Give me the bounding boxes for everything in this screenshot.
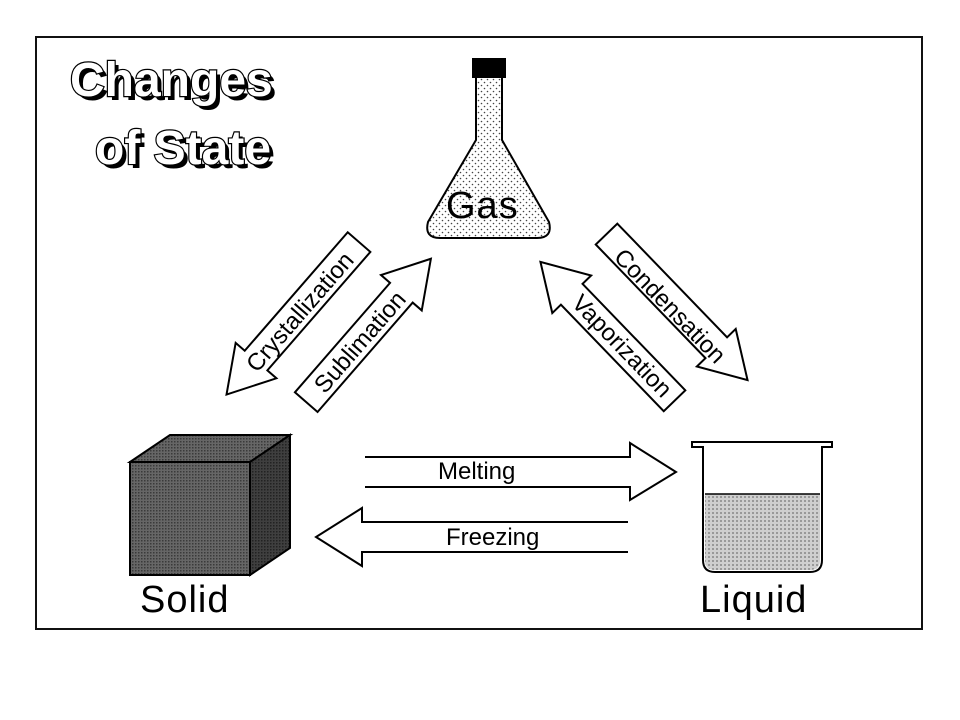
liquid-label: Liquid: [700, 579, 807, 621]
melting-arrow: [365, 443, 676, 500]
liquid-beaker-icon: [692, 442, 832, 572]
melting-label: Melting: [438, 458, 515, 485]
gas-label: Gas: [446, 185, 519, 227]
title-line-1: Changes: [70, 54, 273, 107]
freezing-label: Freezing: [446, 524, 539, 551]
page-title: Changes Changes of State of State: [70, 54, 277, 179]
title-line-2: of State: [95, 122, 271, 175]
solid-cube-icon: [130, 435, 290, 575]
solid-label: Solid: [140, 579, 230, 621]
